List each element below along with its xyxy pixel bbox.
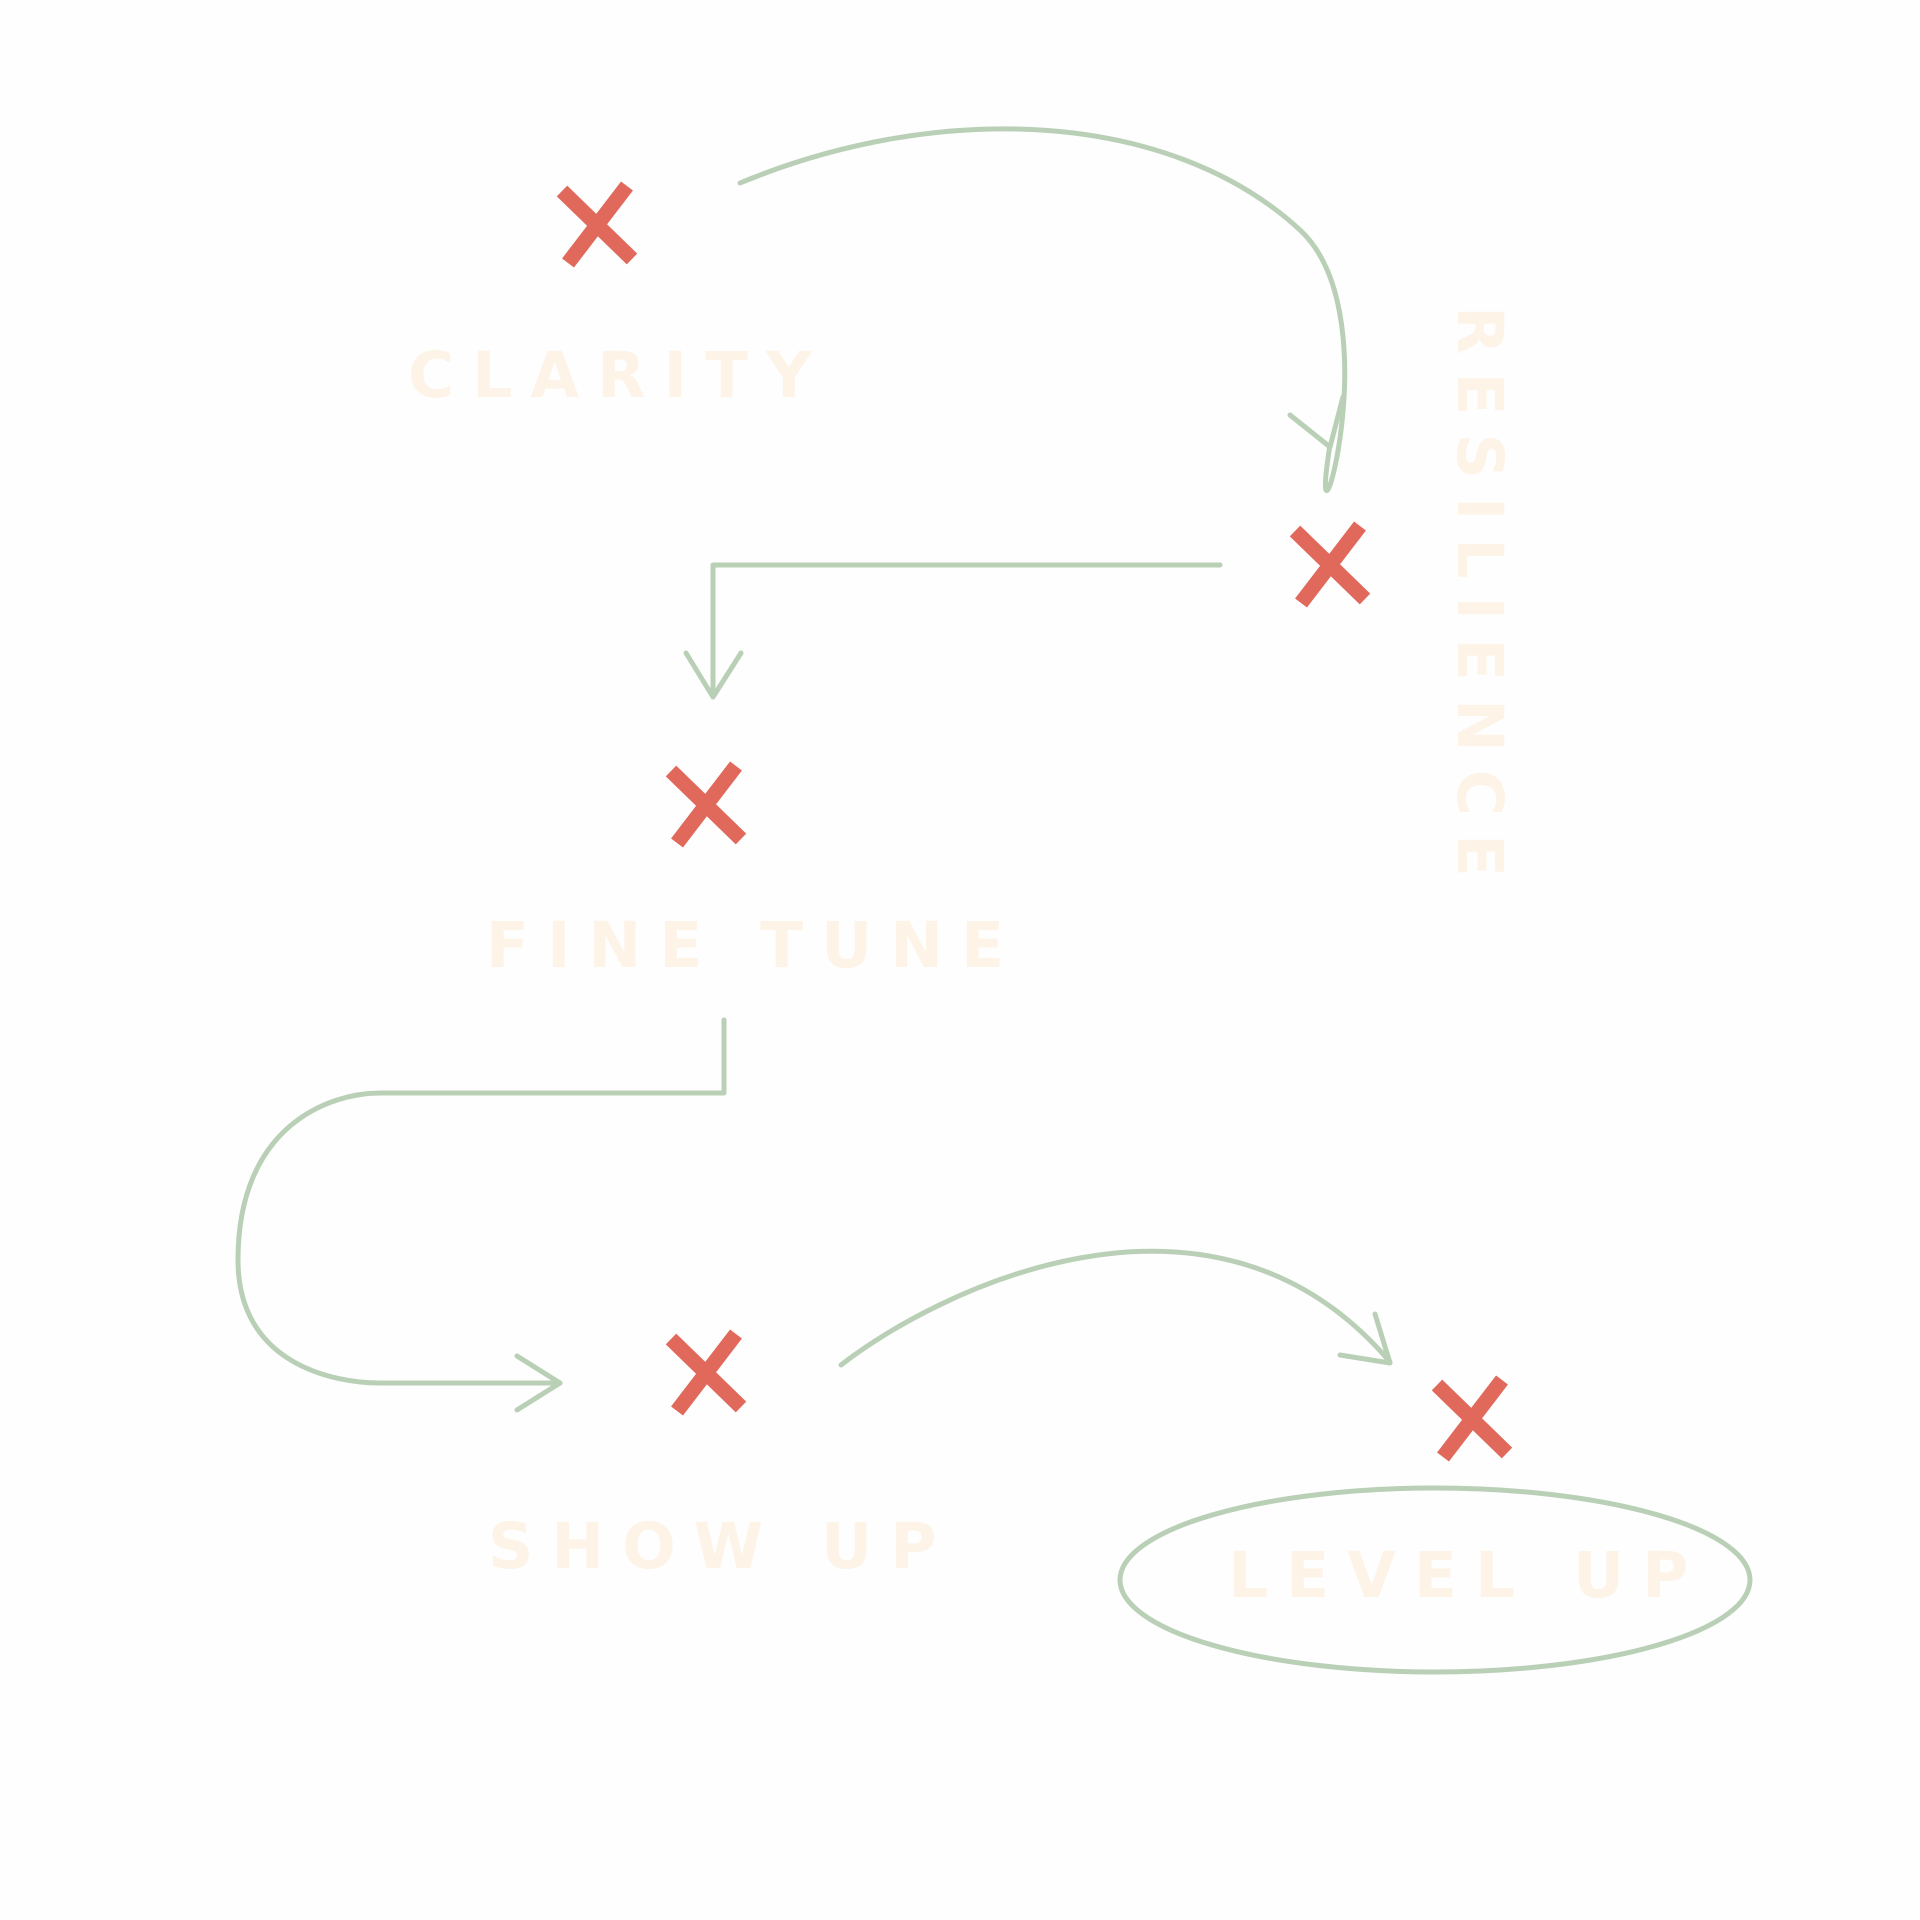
x-marker-clarity-icon <box>556 181 638 268</box>
level-up-highlight-ellipse <box>1117 1485 1753 1675</box>
arrowhead-resilience-icon <box>1287 394 1346 450</box>
label-fine-tune: FINE TUNE <box>486 909 1022 982</box>
label-show-up: SHOW UP <box>488 1510 954 1583</box>
arrow-clarity-to-resilience <box>737 126 1348 494</box>
x-marker-fine-tune-icon <box>665 761 747 848</box>
arrow-show-up-to-level-up <box>838 1248 1393 1368</box>
label-resilience: RESILIENCE <box>1443 306 1516 895</box>
x-marker-show-up-icon <box>665 1329 747 1416</box>
x-marker-level-up-icon <box>1431 1375 1513 1462</box>
x-marker-resilience-icon <box>1289 521 1371 608</box>
label-level-up: LEVEL UP <box>1228 1539 1706 1612</box>
arrowhead-level-up-icon <box>1337 1311 1393 1366</box>
arrowhead-show-up-icon <box>514 1353 563 1413</box>
label-clarity: CLARITY <box>408 339 830 412</box>
arrow-fine-tune-to-show-up <box>235 1017 727 1386</box>
arrowhead-fine-tune-icon <box>683 650 744 700</box>
arrow-resilience-to-fine-tune <box>710 562 1223 700</box>
